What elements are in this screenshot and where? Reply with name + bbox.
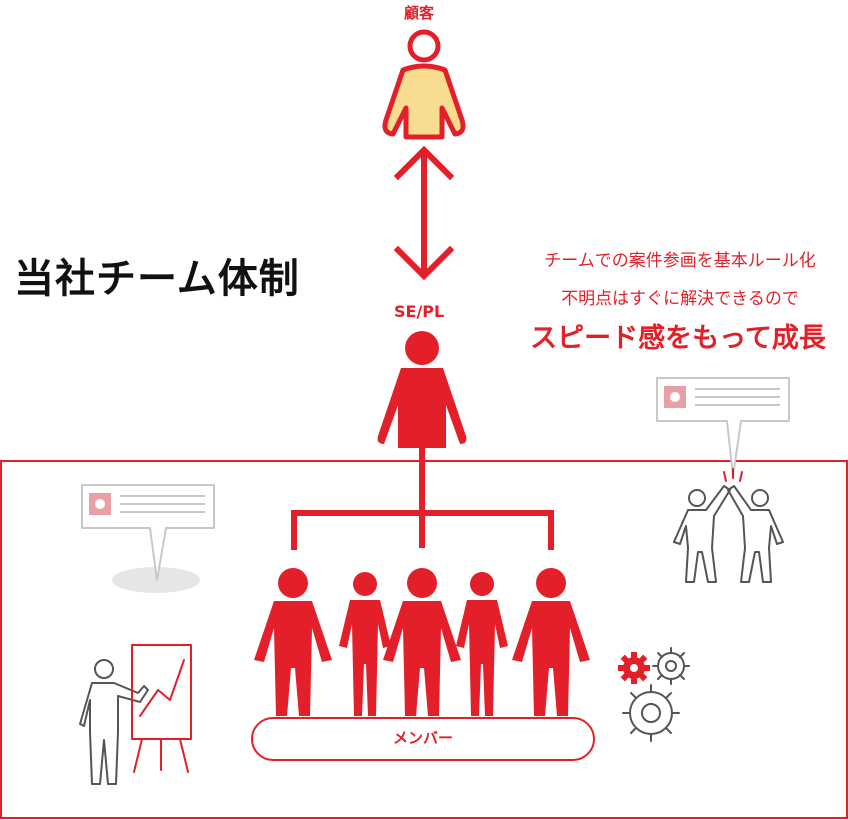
members-label-pill [251, 717, 595, 761]
left-chat-bubble-icon [81, 484, 215, 593]
note-line-1: チームでの案件参画を基本ルール化 [544, 251, 816, 271]
se-pl-label: SE/PL [394, 302, 445, 321]
note-emphasis: スピード感をもって成長 [530, 323, 826, 354]
customer-label: 顧客 [404, 4, 435, 22]
presenter-whiteboard-icon [79, 644, 192, 785]
high-five-people-icon [673, 468, 784, 583]
gears-icon [618, 647, 690, 742]
right-chat-bubble-icon [656, 377, 790, 477]
page-title: 当社チーム体制 [14, 256, 300, 302]
customer-person-icon [382, 29, 466, 140]
member-group-icon [254, 568, 590, 716]
org-tree-lines [291, 380, 554, 550]
members-label: メンバー [392, 729, 453, 747]
double-arrow-connector [393, 145, 455, 281]
note-line-2: 不明点はすぐに解決できるので [561, 289, 799, 309]
